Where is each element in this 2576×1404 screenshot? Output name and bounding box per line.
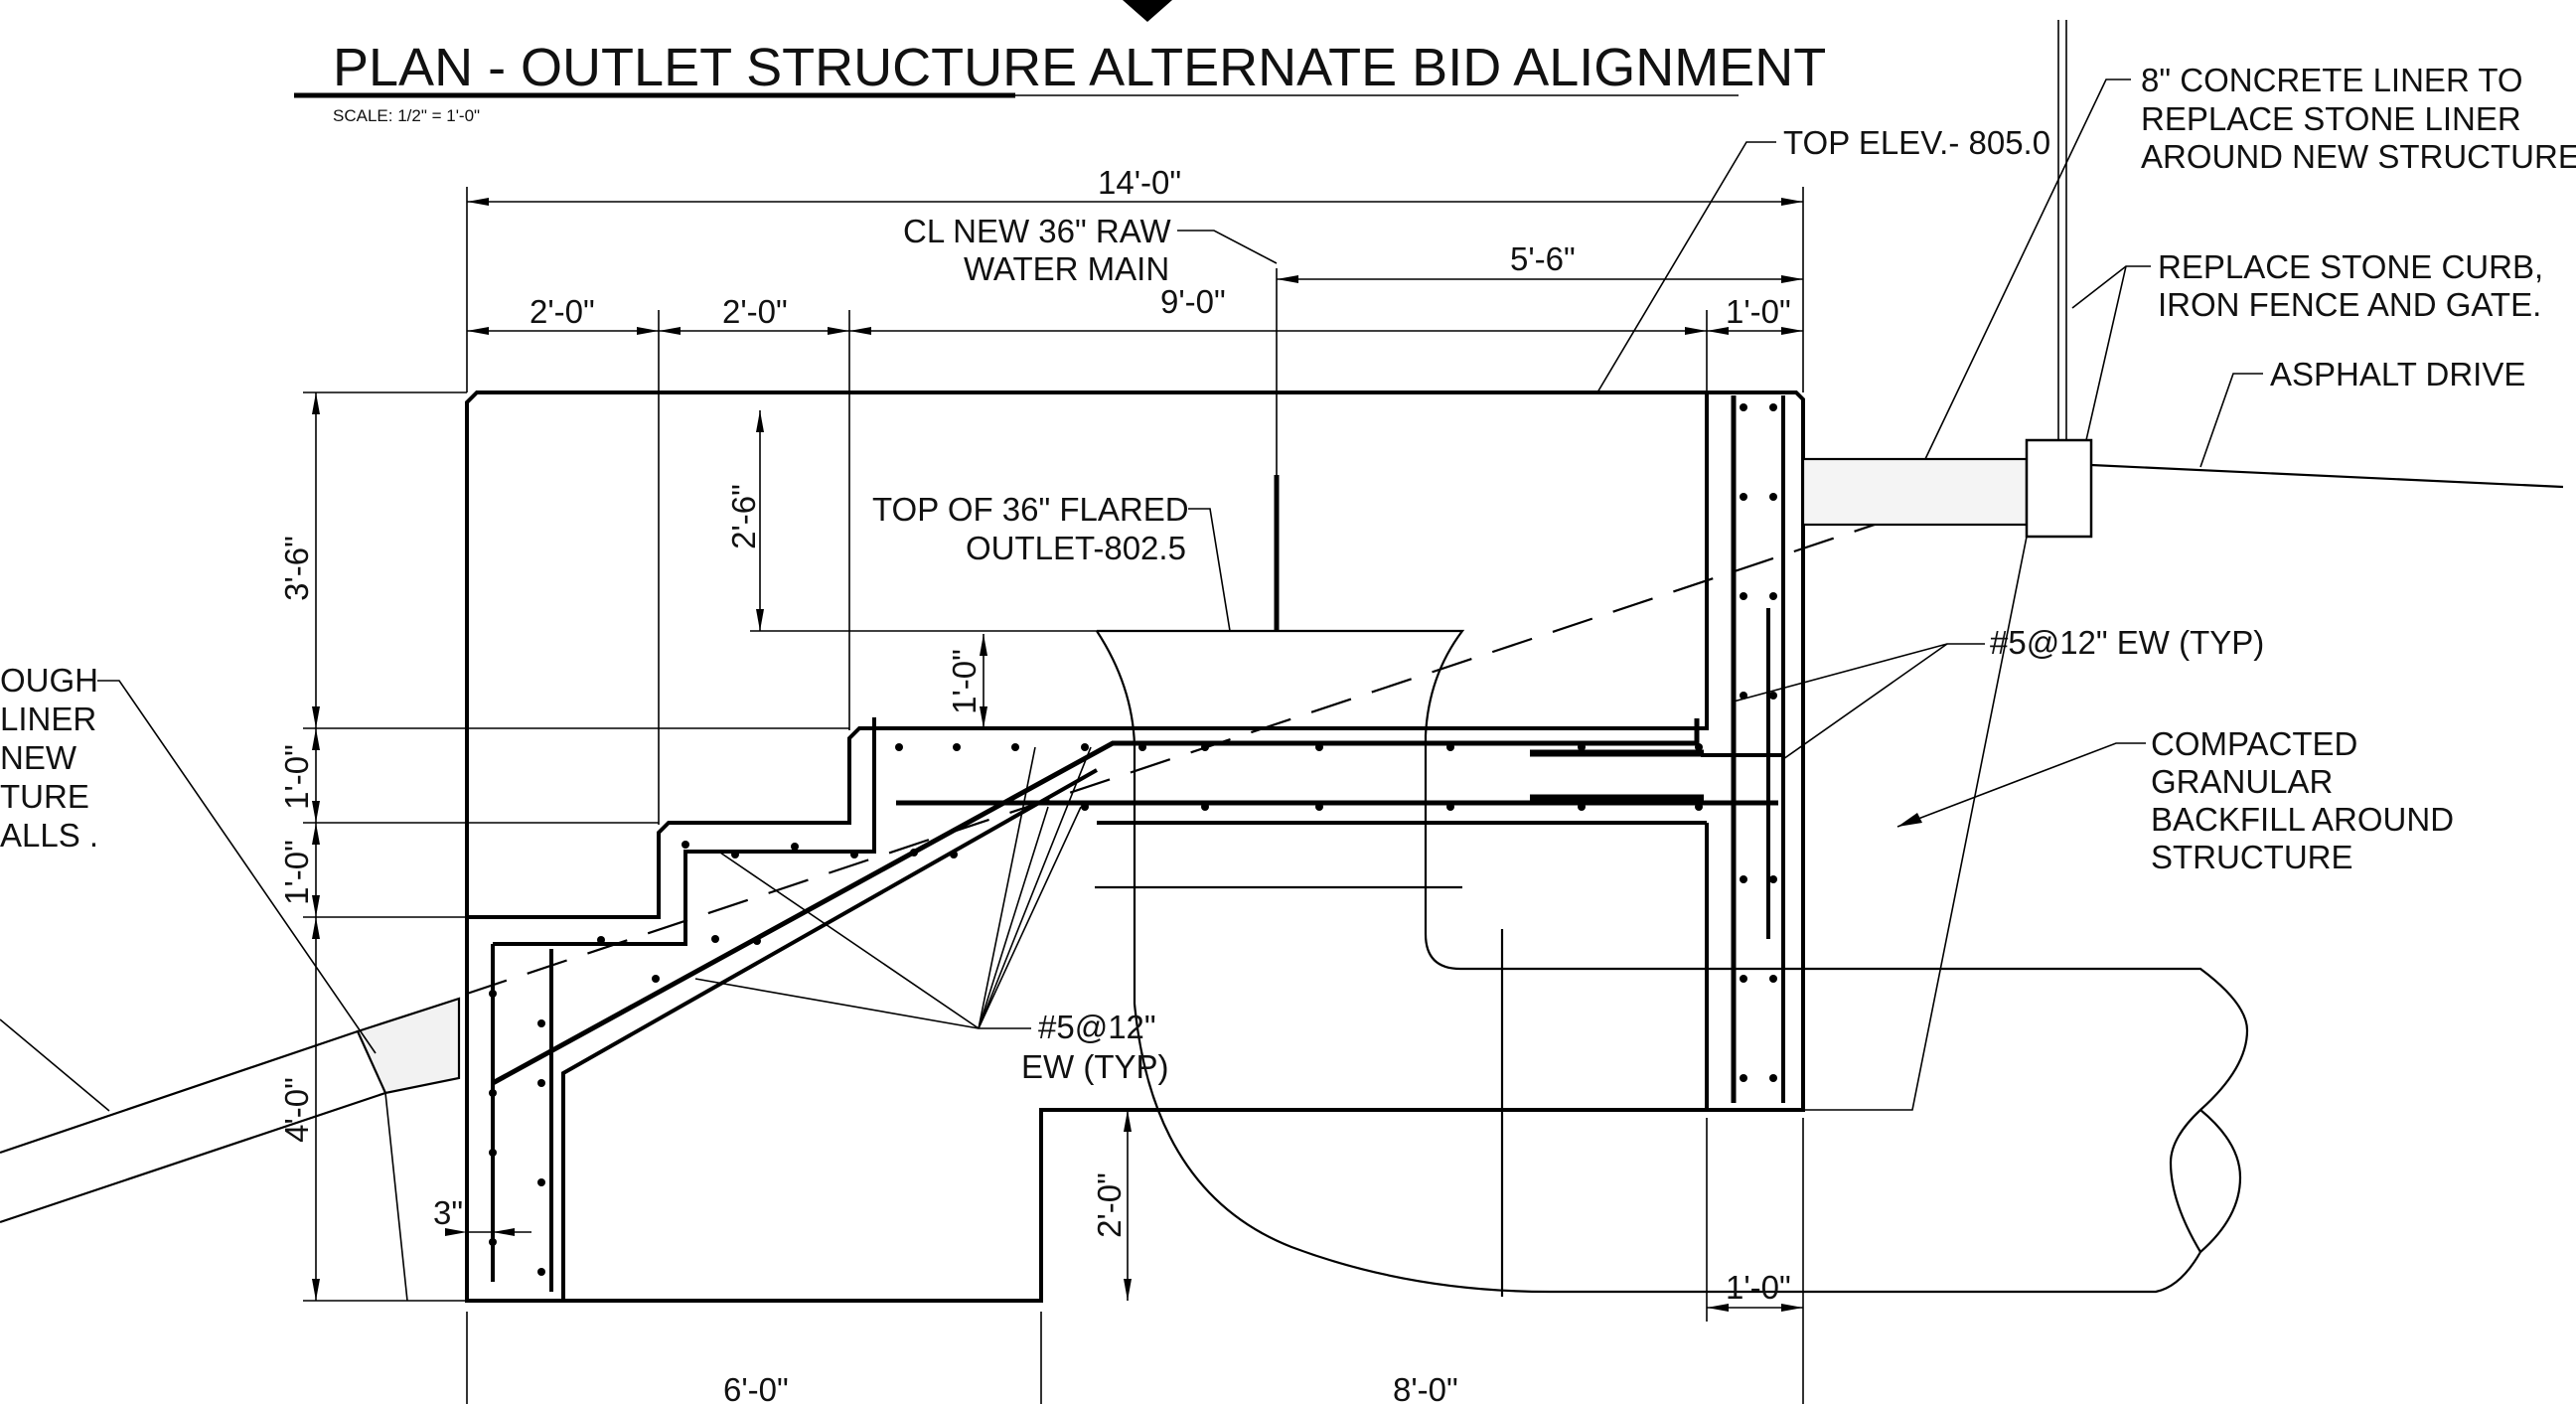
dim-flare-gap: 1'-0"	[946, 649, 983, 714]
dim-inner-depth: 2'-6"	[725, 484, 762, 549]
flare-gap-dimension	[980, 634, 987, 728]
drawing-title: PLAN - OUTLET STRUCTURE ALTERNATE BID AL…	[333, 38, 1826, 97]
left-channel-bottom	[0, 1091, 386, 1224]
cl-main-line-1: CL NEW 36" RAW	[903, 213, 1171, 249]
left-note-line-4: TURE	[0, 778, 89, 815]
left-channel-top	[0, 1029, 359, 1155]
liner-leader	[1924, 78, 2131, 460]
lower-left-wall	[561, 768, 1098, 1301]
upper-step-wall	[467, 392, 1709, 919]
left-channel-leader	[0, 1018, 110, 1112]
curb-leader-1	[2071, 265, 2151, 309]
top-elev-note: TOP ELEV.- 805.0	[1783, 124, 2050, 161]
north-arrow-icon	[1123, 0, 1172, 22]
dim-bottom-left: 6'-0"	[723, 1371, 789, 1404]
dim-wall-thickness: 3"	[433, 1194, 463, 1231]
backfill-note-line-1: COMPACTED	[2151, 725, 2357, 762]
concrete-liner-left	[356, 997, 461, 1095]
dim-overall-width: 14'-0"	[1098, 164, 1181, 201]
cl-main-line-2: WATER MAIN	[964, 250, 1169, 287]
liner-note-line-2: REPLACE STONE LINER	[2141, 100, 2521, 137]
left-rebar-stepped	[493, 717, 876, 946]
dim-left-step-1: 2'-0"	[530, 293, 595, 330]
curb-note-line-2: IRON FENCE AND GATE.	[2158, 286, 2541, 323]
flared-outlet-line-1: TOP OF 36" FLARED	[872, 491, 1189, 528]
backfill-edge-line	[1803, 536, 2028, 1111]
top-elev-leader	[1596, 141, 1776, 393]
flared-outlet-leader	[1188, 508, 1231, 632]
rebar-note-right: #5@12" EW (TYP)	[1990, 624, 2264, 661]
dim-cl-offset: 5'-6"	[1510, 240, 1576, 277]
left-liner-edge	[384, 1092, 408, 1302]
rebar-right-leader-2	[1782, 643, 1948, 760]
stone-curb	[2025, 438, 2093, 539]
raw-water-pipe	[1525, 967, 2249, 1294]
asphalt-leader	[2199, 373, 2263, 468]
wall-thickness-dimension	[445, 1228, 531, 1236]
rebar-center-leaders	[694, 746, 1092, 1029]
diagonal-rebar-top	[491, 718, 1700, 1086]
left-note-line-1: OUGH	[0, 662, 98, 699]
left-note-line-5: ALLS .	[0, 817, 98, 854]
rebar-center-line-2: EW (TYP)	[1021, 1048, 1168, 1085]
dim-lower-height: 4'-0"	[278, 1077, 315, 1143]
cl-main-leader	[1177, 230, 1278, 264]
backfill-leader	[1896, 742, 2146, 828]
asphalt-note: ASPHALT DRIVE	[2270, 356, 2525, 392]
backfill-note-line-2: GRANULAR	[2151, 763, 2333, 800]
dim-bottom-right: 8'-0"	[1393, 1371, 1458, 1404]
liner-note-line-3: AROUND NEW STRUCTURE.	[2141, 138, 2576, 175]
dim-left-step-2: 2'-0"	[722, 293, 788, 330]
pipe-end-break	[2199, 1109, 2242, 1253]
backfill-arrow-icon	[1897, 813, 1922, 827]
outlet-offset-dimension	[1124, 1110, 1132, 1301]
backfill-note-line-4: STRUCTURE	[2151, 839, 2353, 875]
water-main-dashed-alignment	[466, 467, 2043, 996]
dim-center-run: 9'-0"	[1160, 283, 1226, 320]
dim-right-wall-bottom: 1'-0"	[1726, 1269, 1791, 1306]
concrete-liner-right	[1801, 457, 2029, 527]
curb-note-line-1: REPLACE STONE CURB,	[2158, 248, 2543, 285]
flared-outlet	[1097, 629, 1525, 971]
liner-note-line-1: 8" CONCRETE LINER TO	[2141, 62, 2523, 98]
dim-step-height-1: 1'-0"	[278, 744, 315, 810]
dim-outlet-offset: 2'-0"	[1091, 1172, 1128, 1238]
dim-upper-height: 3'-6"	[278, 536, 315, 601]
left-note-line-3: NEW	[0, 739, 77, 776]
scale-note: SCALE: 1/2" = 1'-0"	[333, 106, 480, 125]
left-dimension-lines	[303, 391, 849, 1302]
dim-step-height-2: 1'-0"	[278, 840, 315, 905]
left-note-line-2: LINER	[0, 701, 96, 737]
rebar-center-line-1: #5@12"	[1038, 1009, 1156, 1045]
left-note-leader	[97, 680, 377, 1054]
bottom-dimension-lines	[466, 1118, 1804, 1404]
asphalt-drive-surface	[2090, 463, 2564, 489]
flared-outlet-line-2: OUTLET-802.5	[966, 530, 1186, 566]
structure-outline	[465, 390, 1805, 1303]
flared-outlet-left	[1096, 630, 1551, 1294]
backfill-note-line-3: BACKFILL AROUND	[2151, 801, 2454, 838]
dim-right-wall: 1'-0"	[1726, 293, 1791, 330]
curb-leader-2	[2085, 265, 2127, 441]
top-dimension-lines	[466, 187, 1804, 825]
